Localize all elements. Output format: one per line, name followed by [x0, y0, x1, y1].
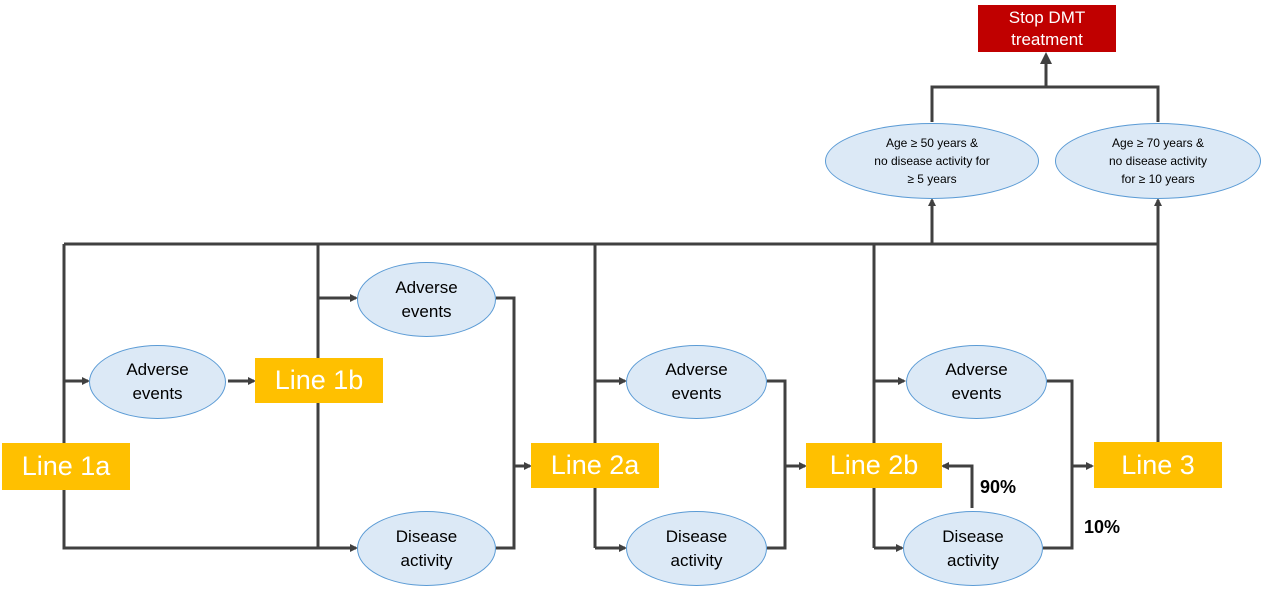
disease-activity-label: Disease activity — [942, 526, 1004, 570]
adverse-events-1a-ellipse: Adverse events — [89, 345, 226, 419]
disease-activity-2b-ellipse: Disease activity — [903, 511, 1043, 586]
adverse-events-1b-ellipse: Adverse events — [357, 262, 496, 337]
criteria-age-50-label: Age ≥ 50 years & no disease activity for… — [874, 136, 990, 186]
disease-activity-1b-ellipse: Disease activity — [357, 511, 496, 586]
criteria-age-50-ellipse: Age ≥ 50 years & no disease activity for… — [825, 123, 1039, 199]
line-2a-box: Line 2a — [531, 443, 659, 488]
disease-activity-label: Disease activity — [395, 526, 458, 570]
adverse-events-label: Adverse events — [945, 360, 1008, 403]
criteria-age-70-ellipse: Age ≥ 70 years & no disease activity for… — [1055, 123, 1261, 199]
adverse-events-2a-ellipse: Adverse events — [626, 345, 767, 419]
line-3-box: Line 3 — [1094, 442, 1222, 488]
stop-dmt-treatment-box: Stop DMT treatment — [978, 5, 1116, 52]
disease-activity-2a-ellipse: Disease activity — [626, 511, 767, 586]
adverse-events-label: Adverse events — [395, 277, 458, 321]
adverse-events-2b-ellipse: Adverse events — [906, 345, 1047, 419]
adverse-events-label: Adverse events — [665, 360, 728, 403]
adverse-events-label: Adverse events — [126, 360, 189, 403]
disease-activity-label: Disease activity — [665, 526, 728, 570]
percentage-90-label: 90% — [980, 477, 1017, 497]
line-2b-box: Line 2b — [806, 443, 942, 488]
line-1b-box: Line 1b — [255, 358, 383, 403]
percentage-10-label: 10% — [1084, 517, 1121, 537]
line-1a-box: Line 1a — [2, 443, 130, 490]
criteria-age-70-label: Age ≥ 70 years & no disease activity for… — [1108, 136, 1208, 186]
